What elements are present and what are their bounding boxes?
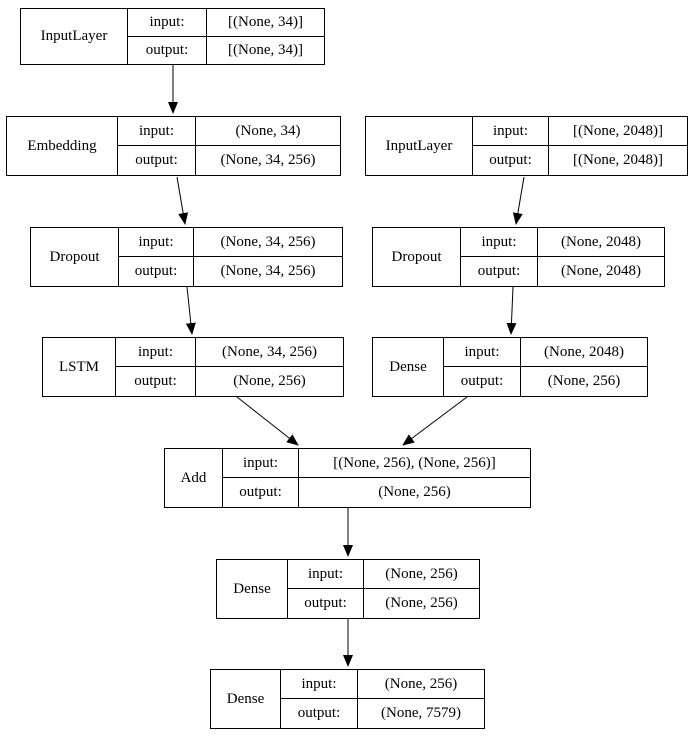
input-row: input: [(None, 2048)] xyxy=(473,117,687,146)
layer-name: LSTM xyxy=(43,338,116,396)
output-row: output: (None, 256) xyxy=(288,589,479,618)
io-grid: input: (None, 256) output: (None, 256) xyxy=(288,560,479,618)
input-key: input: xyxy=(461,228,538,256)
input-key: input: xyxy=(223,449,299,477)
input-key: input: xyxy=(118,117,196,145)
output-key: output: xyxy=(444,367,521,396)
layer-name: InputLayer xyxy=(366,117,473,175)
input-row: input: (None, 34, 256) xyxy=(119,228,342,257)
edge-dropout2-to-dense1 xyxy=(506,286,517,335)
output-row: output: (None, 256) xyxy=(223,478,530,507)
output-row: output: (None, 2048) xyxy=(461,257,664,286)
output-key: output: xyxy=(118,146,196,175)
layer-node-inputlayer-2: InputLayer input: [(None, 2048)] output:… xyxy=(365,116,688,176)
output-shape: (None, 2048) xyxy=(561,263,641,279)
input-row: input: (None, 34) xyxy=(118,117,340,146)
output-shape: (None, 34, 256) xyxy=(220,152,316,168)
output-key: output: xyxy=(128,36,207,64)
layer-name: Dropout xyxy=(373,228,461,286)
input-row: input: [(None, 34)] xyxy=(128,9,324,37)
layer-node-dense-2: Dense input: (None, 256) output: (None, … xyxy=(216,559,480,619)
output-key: output: xyxy=(119,257,194,286)
input-key: input: xyxy=(288,560,364,588)
layer-node-inputlayer-1: InputLayer input: [(None, 34)] output: [… xyxy=(20,8,325,65)
input-shape: [(None, 34)] xyxy=(228,13,303,30)
edge-dropout1-to-lstm xyxy=(185,286,196,335)
output-row: output: [(None, 2048)] xyxy=(473,146,687,175)
input-key: input: xyxy=(444,338,521,366)
input-shape: [(None, 256), (None, 256)] xyxy=(333,454,496,471)
input-row: input: (None, 2048) xyxy=(461,228,664,257)
edge-dense1-to-add xyxy=(402,396,468,446)
output-key: output: xyxy=(461,257,538,286)
input-shape: (None, 34, 256) xyxy=(220,233,316,250)
layer-node-lstm: LSTM input: (None, 34, 256) output: (Non… xyxy=(42,337,344,397)
input-row: input: [(None, 256), (None, 256)] xyxy=(223,449,530,478)
layer-node-dense-1: Dense input: (None, 2048) output: (None,… xyxy=(372,337,648,397)
output-row: output: [(None, 34)] xyxy=(128,36,324,64)
output-key: output: xyxy=(223,478,299,507)
output-row: output: (None, 34, 256) xyxy=(118,146,340,175)
input-key: input: xyxy=(116,338,196,366)
input-row: input: (None, 256) xyxy=(288,560,479,589)
input-key: input: xyxy=(128,9,207,36)
io-grid: input: [(None, 34)] output: [(None, 34)] xyxy=(128,9,324,64)
output-shape: [(None, 2048)] xyxy=(573,152,663,168)
io-grid: input: (None, 34) output: (None, 34, 256… xyxy=(118,117,340,175)
input-shape: (None, 256) xyxy=(385,565,458,582)
output-key: output: xyxy=(116,367,196,396)
input-shape: [(None, 2048)] xyxy=(573,122,663,139)
io-grid: input: [(None, 2048)] output: [(None, 20… xyxy=(473,117,687,175)
io-grid: input: (None, 256) output: (None, 7579) xyxy=(281,670,484,728)
output-key: output: xyxy=(288,589,364,618)
edge-embedding-to-dropout1 xyxy=(176,176,189,225)
layer-name: Dense xyxy=(373,338,444,396)
io-grid: input: (None, 2048) output: (None, 2048) xyxy=(461,228,664,286)
layer-name: Add xyxy=(165,449,223,507)
input-key: input: xyxy=(473,117,549,145)
input-shape: (None, 2048) xyxy=(561,233,641,250)
output-shape: (None, 256) xyxy=(547,373,621,389)
output-shape: (None, 256) xyxy=(233,373,306,389)
layer-node-add: Add input: [(None, 256), (None, 256)] ou… xyxy=(164,448,531,508)
layer-name: Embedding xyxy=(7,117,118,175)
output-row: output: (None, 256) xyxy=(116,367,343,396)
output-row: output: (None, 7579) xyxy=(281,699,484,728)
output-row: output: (None, 256) xyxy=(444,367,647,396)
output-key: output: xyxy=(281,699,358,728)
layer-node-dense-3: Dense input: (None, 256) output: (None, … xyxy=(210,669,485,729)
layer-name: Dense xyxy=(211,670,281,728)
layer-name: Dense xyxy=(217,560,288,618)
layer-node-dropout-2: Dropout input: (None, 2048) output: (Non… xyxy=(372,227,665,287)
layer-name: Dropout xyxy=(31,228,119,286)
output-shape: (None, 34, 256) xyxy=(220,263,316,279)
output-shape: [(None, 34)] xyxy=(228,41,303,58)
edge-inputlayer2-to-dropout2 xyxy=(512,176,525,225)
input-shape: (None, 256) xyxy=(384,675,458,692)
io-grid: input: [(None, 256), (None, 256)] output… xyxy=(223,449,530,507)
layer-node-embedding: Embedding input: (None, 34) output: (Non… xyxy=(6,116,341,176)
output-shape: (None, 7579) xyxy=(381,705,461,721)
input-row: input: (None, 256) xyxy=(281,670,484,699)
io-grid: input: (None, 34, 256) output: (None, 34… xyxy=(119,228,342,286)
input-shape: (None, 34) xyxy=(235,122,301,139)
output-row: output: (None, 34, 256) xyxy=(119,257,342,286)
output-key: output: xyxy=(473,146,549,175)
input-shape: (None, 2048) xyxy=(544,343,624,360)
output-shape: (None, 256) xyxy=(378,484,451,500)
input-row: input: (None, 34, 256) xyxy=(116,338,343,367)
io-grid: input: (None, 34, 256) output: (None, 25… xyxy=(116,338,343,396)
input-row: input: (None, 2048) xyxy=(444,338,647,367)
layer-node-dropout-1: Dropout input: (None, 34, 256) output: (… xyxy=(30,227,343,287)
output-shape: (None, 256) xyxy=(385,595,458,611)
edge-lstm-to-add xyxy=(236,396,299,446)
io-grid: input: (None, 2048) output: (None, 256) xyxy=(444,338,647,396)
input-shape: (None, 34, 256) xyxy=(222,343,317,360)
input-key: input: xyxy=(119,228,194,256)
layer-name: InputLayer xyxy=(21,9,128,64)
input-key: input: xyxy=(281,670,358,698)
